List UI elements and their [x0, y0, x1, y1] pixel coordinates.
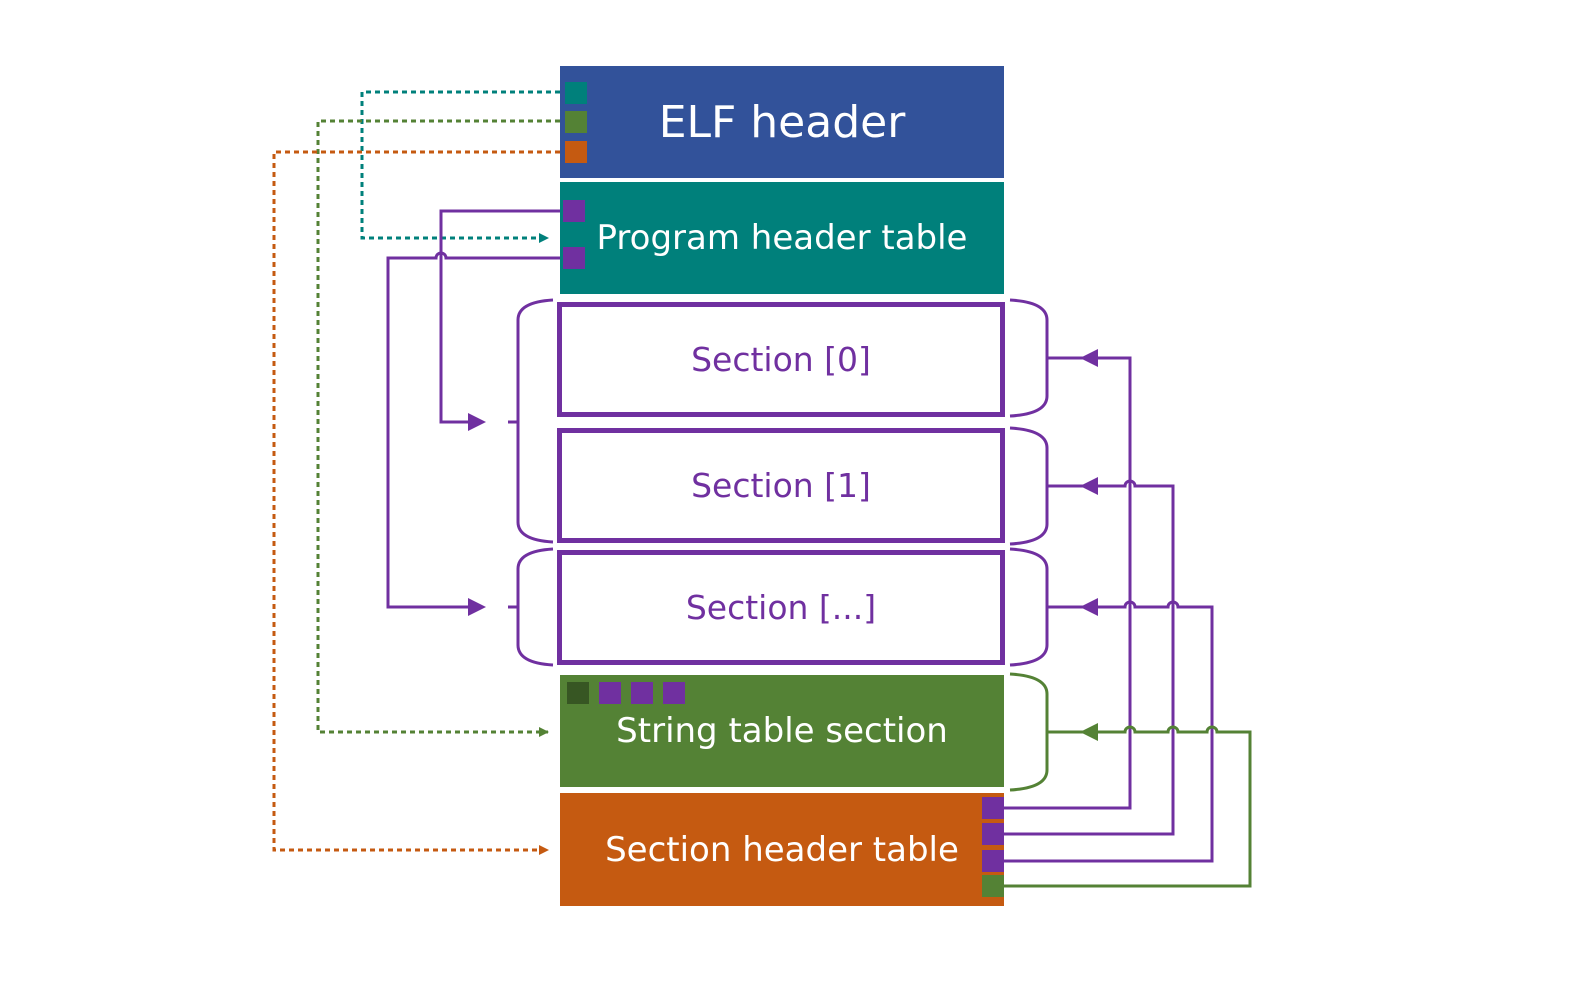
section-arrow-strtab — [1080, 723, 1098, 741]
program-header-offset-field — [565, 82, 587, 104]
segment-pointer-1 — [439, 209, 560, 424]
section-n-block: Section [...] — [557, 550, 1005, 665]
section-header-entry-0 — [982, 797, 1004, 819]
section-header-entry-1 — [982, 823, 1004, 845]
section-header-offset-field — [565, 141, 587, 163]
string-table-index-field — [565, 111, 587, 133]
section-header-table-block: Section header table — [560, 793, 1004, 906]
string-table-entry-1 — [599, 682, 621, 704]
section-header-table-label: Section header table — [605, 829, 959, 870]
section-0-block: Section [0] — [557, 302, 1005, 417]
program-header-table-block: Program header table — [560, 182, 1004, 294]
segment-brace-2 — [508, 547, 554, 667]
elf-header-label: ELF header — [658, 96, 906, 148]
program-header-entry-2 — [563, 247, 585, 269]
section-header-pointer-n — [1004, 600, 1214, 863]
string-table-entry-3 — [663, 682, 685, 704]
string-table-entry-2 — [631, 682, 653, 704]
section-arrow-0 — [1080, 349, 1098, 367]
section-arrow-1 — [1080, 477, 1098, 495]
elf-header-block: ELF header — [560, 66, 1004, 178]
elf-to-program-header-pointer — [360, 90, 560, 243]
elf-to-section-header-pointer — [272, 150, 560, 855]
segment-arrow-2 — [468, 598, 486, 616]
section-header-entry-2 — [982, 850, 1004, 872]
section-1-label: Section [1] — [691, 466, 871, 505]
section-header-pointer-1 — [1004, 479, 1175, 836]
section-1-block: Section [1] — [557, 428, 1005, 543]
segment-pointer-2 — [386, 251, 560, 609]
program-header-table-label: Program header table — [596, 218, 968, 258]
segment-arrow-1 — [468, 413, 486, 431]
elf-to-string-table-pointer — [316, 119, 560, 737]
section-header-pointer-strtab — [1004, 725, 1252, 888]
string-table-section-block: String table section — [560, 675, 1004, 787]
section-0-label: Section [0] — [691, 340, 871, 379]
section-arrow-n — [1080, 598, 1098, 616]
program-header-entry-1 — [563, 200, 585, 222]
string-table-entry-0 — [567, 682, 589, 704]
string-table-section-label: String table section — [616, 711, 948, 751]
section-n-label: Section [...] — [685, 588, 877, 627]
section-header-entry-3 — [982, 875, 1004, 897]
segment-brace-1 — [508, 298, 554, 544]
section-header-pointer-0 — [1004, 356, 1132, 810]
